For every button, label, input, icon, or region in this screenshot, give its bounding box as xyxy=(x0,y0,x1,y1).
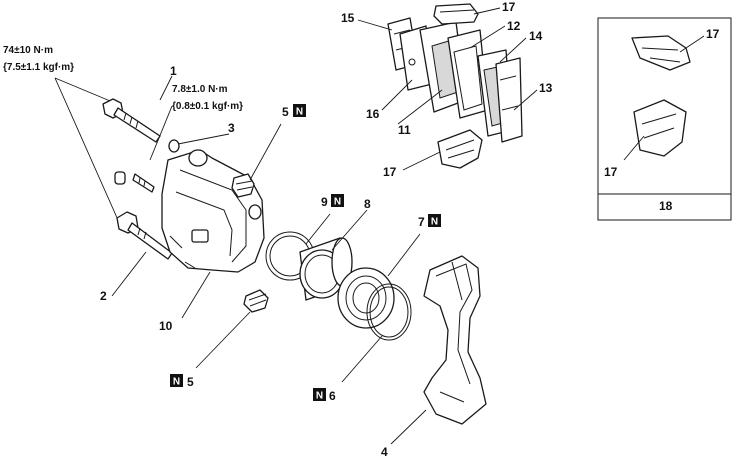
lock-pin-lower xyxy=(116,211,173,260)
badge-n-9: N xyxy=(331,194,344,208)
boot-ring xyxy=(366,283,412,341)
label-part-4: 4 xyxy=(381,445,388,459)
label-part-17-top: 17 xyxy=(502,0,516,14)
badge-n-7: N xyxy=(428,214,441,228)
label-part-16: 16 xyxy=(366,107,380,121)
badge-n-6: N xyxy=(313,388,326,402)
label-part-12: 12 xyxy=(507,19,521,33)
torque-large-leaders xyxy=(54,77,119,221)
clip-kit-box xyxy=(597,17,732,221)
label-part-11: 11 xyxy=(398,123,411,137)
label-part-13: 13 xyxy=(539,81,553,95)
label-part-18: 18 xyxy=(659,199,673,213)
caliper-support xyxy=(423,255,487,425)
label-part-2: 2 xyxy=(100,289,107,303)
svg-text:N: N xyxy=(334,197,341,208)
label-part-6: 6 xyxy=(329,389,336,403)
svg-text:N: N xyxy=(316,391,323,402)
torque-spec-small-alt: {0.8±0.1 kgf·m} xyxy=(172,101,243,112)
torque-small-leader xyxy=(149,105,173,161)
svg-text:N: N xyxy=(296,107,303,118)
clip-kit-upper xyxy=(631,35,691,71)
pad-shim-13 xyxy=(495,57,523,143)
svg-text:N: N xyxy=(431,217,438,228)
torque-spec-large-alt: {7.5±1.1 kgf·m} xyxy=(3,62,74,73)
label-part-15: 15 xyxy=(341,11,355,25)
pin-boot-upper xyxy=(231,173,255,198)
label-part-7: 7 xyxy=(418,215,425,229)
label-part-14: 14 xyxy=(529,29,543,43)
label-part-10: 10 xyxy=(159,319,173,333)
leader-lines xyxy=(111,7,705,445)
label-part-3: 3 xyxy=(228,121,235,135)
pad-clip-top xyxy=(433,3,479,25)
bleeder-screw xyxy=(114,139,180,193)
torque-spec-small-value: 7.8±1.0 N·m xyxy=(172,84,228,95)
svg-text:N: N xyxy=(173,377,180,388)
caliper-body xyxy=(161,149,265,273)
label-part-17-box-lower: 17 xyxy=(604,165,618,179)
label-part-8: 8 xyxy=(364,197,371,211)
label-part-5-upper: 5 xyxy=(282,105,289,119)
piston-boot xyxy=(337,267,395,329)
label-part-17-bottom: 17 xyxy=(383,165,397,179)
badge-n-5b: N xyxy=(170,374,183,388)
label-part-9: 9 xyxy=(321,195,328,209)
clip-kit-lower xyxy=(633,99,687,157)
label-part-5-lower: 5 xyxy=(187,375,194,389)
badge-n-5a: N xyxy=(293,104,306,118)
guide-pin-upper xyxy=(102,98,161,143)
torque-spec-large-value: 74±10 N·m xyxy=(3,45,53,56)
pad-clip-bottom xyxy=(437,129,483,169)
label-part-1: 1 xyxy=(170,64,177,78)
pin-boot-lower xyxy=(243,289,269,313)
label-part-17-box-upper: 17 xyxy=(706,27,720,41)
piston xyxy=(299,237,353,301)
